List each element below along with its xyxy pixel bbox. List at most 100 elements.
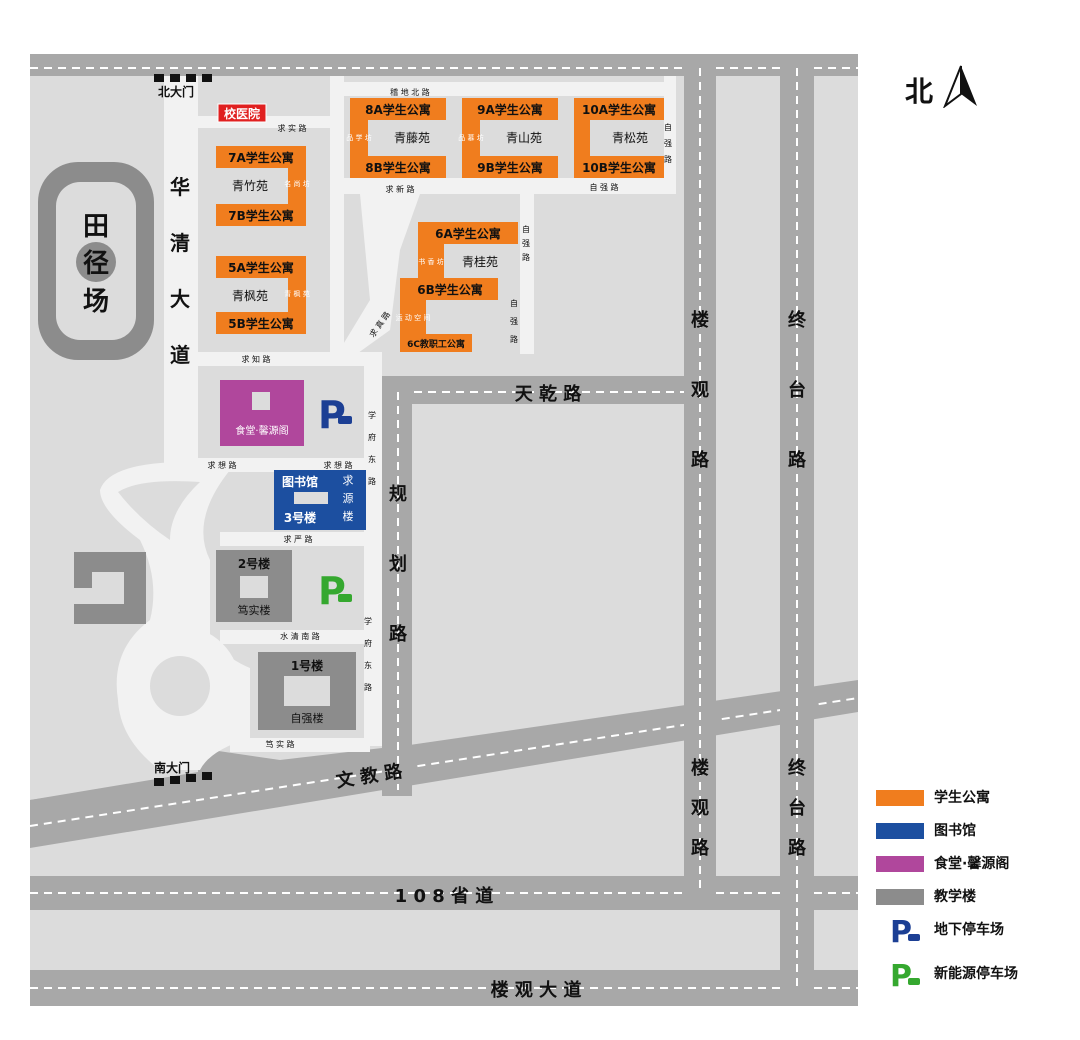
road-guihua-2: 划 [389, 553, 407, 575]
legend-label: 学生公寓 [934, 790, 990, 806]
dorm-9b-label: 9B学生公寓 [477, 160, 543, 175]
dorm-10a-label: 10A学生公寓 [582, 102, 656, 117]
building-2-sub: 笃实楼 [238, 603, 271, 617]
plaza-island [118, 481, 200, 540]
svg-text:P: P [890, 959, 912, 992]
compass-north-label: 北 [905, 75, 934, 108]
dorm-6a-label: 6A学生公寓 [435, 226, 501, 241]
road-tianqian-label: 天 乾 路 [515, 383, 583, 405]
path-xuefu-1: 学 [368, 410, 376, 420]
stadium-char-2: 径 [83, 249, 109, 279]
dorm-9a [462, 98, 558, 120]
legend-label: 新能源停车场 [934, 966, 1018, 982]
stadium-center [76, 242, 116, 282]
path-ziqiang-mid-2: 强 [522, 239, 530, 248]
dorm-6b [400, 278, 498, 300]
legend-label: 图书馆 [934, 823, 976, 839]
dorm-7-side-label: 名 尚 坊 [284, 179, 309, 188]
dorm-8b [350, 156, 446, 178]
canteen-label: 食堂·馨源阁 [235, 424, 288, 437]
west-building-notch [74, 588, 92, 604]
path-ziqiang-mid [520, 194, 534, 354]
dorm-6b-side-label: 运 动 空 间 [396, 313, 431, 322]
path-shuiqing [220, 630, 366, 644]
library-side-2: 源 [343, 491, 354, 505]
path-ziqiang-2: 强 [664, 139, 672, 148]
dorm-5a-label: 5A学生公寓 [228, 260, 294, 275]
road-louguan-n2: 观 [691, 380, 709, 401]
dorm-9-side-label: 品 慕 坊 [458, 133, 483, 142]
dorm-7b-label: 7B学生公寓 [228, 208, 294, 223]
path-qiuzhen-label: 求 想 路 [207, 460, 236, 470]
path-north-label: 稽 地 北 路 [390, 87, 430, 97]
road-tianqian [382, 376, 684, 404]
path-xuefu-s1: 学 [364, 616, 372, 626]
path-qiuyan-label: 求 严 路 [283, 534, 312, 544]
canteen-courtyard [252, 392, 270, 410]
svg-text:P: P [318, 569, 346, 613]
roundabout-center [150, 656, 210, 716]
dorm-8-side [350, 120, 368, 156]
path-xuefu-4: 路 [368, 476, 376, 486]
road-huaqing-4: 道 [170, 343, 190, 367]
path-shuiqing-label: 水 清 南 路 [280, 631, 320, 641]
path-qiuxin [330, 178, 676, 194]
legend-item: P 新能源停车场 [876, 959, 1076, 998]
road-zhongtai-s3: 路 [788, 837, 807, 859]
dorm-6b-label: 6B学生公寓 [417, 282, 483, 297]
dorm-6c-label: 6C教职工公寓 [407, 338, 465, 350]
path-ziqiang-low-3: 路 [510, 334, 518, 344]
building-1-label: 1号楼 [291, 658, 323, 673]
legend-swatch [876, 889, 924, 905]
path-ziqiang-mid-3: 路 [522, 252, 530, 262]
legend-swatch [876, 856, 924, 872]
road-louguan-n3: 路 [691, 449, 710, 471]
dorm-5-side [288, 278, 306, 314]
dorm-5b [216, 312, 306, 334]
path-ziqiang-low-1: 自 [510, 298, 518, 308]
building-3-label: 3号楼 [284, 510, 316, 525]
path-xuefu-east [364, 366, 382, 746]
legend-label: 地下停车场 [934, 922, 1004, 938]
parking-icon: P [890, 959, 920, 992]
path-ziqiang-east [664, 76, 676, 194]
compass: 北 [905, 64, 985, 110]
dorm-7a [216, 146, 306, 168]
legend-item: 食堂·馨源阁 [876, 854, 1076, 887]
path-north [344, 82, 674, 96]
building-2-label: 2号楼 [238, 556, 270, 571]
road-zhongtai-n1: 终 [788, 309, 807, 331]
dorm-7b [216, 204, 306, 226]
dorm-9-side [462, 120, 480, 156]
yuan-8-label: 青藤苑 [394, 131, 430, 145]
legend-item: 图书馆 [876, 821, 1076, 854]
hospital-label: 校医院 [224, 106, 260, 121]
parking-icon: P [890, 915, 920, 948]
path-xuefu-s2: 府 [364, 638, 372, 648]
path-ziqiang-3: 路 [664, 154, 672, 164]
dorm-10b [574, 156, 664, 178]
dorm-5-side-label: 青 枫 苑 [284, 289, 309, 298]
road-guihua-1: 规 [389, 484, 407, 505]
path-qiuzhen-label-2: 求 想 路 [323, 460, 352, 470]
path-dushi [230, 738, 370, 752]
dorm-9b [462, 156, 558, 178]
stadium-char-3: 场 [83, 287, 109, 317]
path-qiushi-label: 求 实 路 [277, 123, 306, 133]
legend-label: 食堂·馨源阁 [934, 856, 1010, 872]
road-guihua [382, 376, 412, 796]
path-ziqiang-mid-1: 自 [522, 224, 530, 234]
north-gate-icon [154, 74, 212, 82]
block-south-2 [814, 910, 858, 970]
south-gate-icon [154, 772, 212, 786]
road-louguan-s3: 路 [691, 837, 710, 859]
dorm-8b-label: 8B学生公寓 [365, 160, 431, 175]
legend-item: 学生公寓 [876, 788, 1076, 821]
newenergy-parking-icon: P [318, 569, 352, 613]
road-north [30, 54, 858, 76]
hospital-building [217, 103, 267, 123]
legend-swatch [876, 823, 924, 839]
road-zhongtai-s2: 台 [788, 797, 806, 819]
